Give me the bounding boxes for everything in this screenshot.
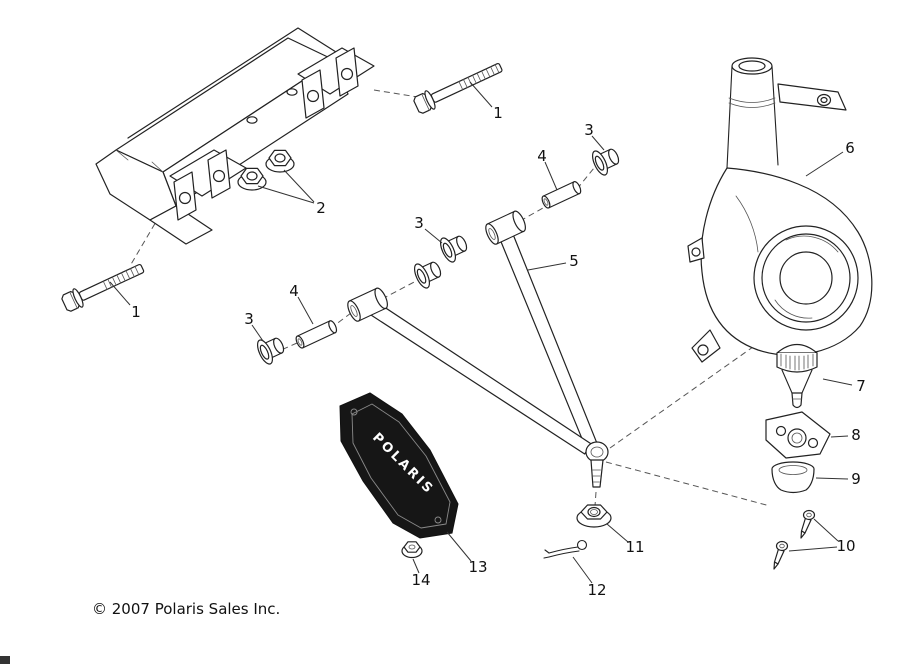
a-arm-rear-sleeve [485, 210, 526, 245]
flange-nut-b [265, 149, 295, 173]
callouts: 1 1 2 3 3 3 4 4 5 6 7 8 9 10 11 12 13 14 [131, 104, 866, 599]
dust-cap [771, 461, 815, 494]
frame-section [95, 27, 375, 245]
ball-joint-plate [765, 411, 831, 459]
guard-bolt [401, 541, 423, 559]
callout-4-lower: 4 [289, 282, 299, 300]
screw-b [773, 540, 789, 570]
cotter-pin [543, 539, 588, 559]
callout-leader-lines [109, 81, 853, 584]
callout-1-upper: 1 [493, 104, 503, 122]
callout-12: 12 [587, 581, 606, 599]
callout-4-upper: 4 [537, 147, 547, 165]
callout-6: 6 [845, 139, 855, 157]
callout-3-middle: 3 [414, 214, 424, 232]
spacer-lower [295, 320, 338, 349]
assembly-axis-lines [129, 89, 771, 507]
copyright-text: © 2007 Polaris Sales Inc. [92, 600, 280, 618]
callout-2: 2 [316, 199, 326, 217]
callout-11: 11 [625, 538, 644, 556]
bushing-lower [256, 337, 285, 365]
a-arm-guard: POLARIS [339, 392, 459, 539]
callout-9: 9 [851, 470, 861, 488]
callout-3-lower: 3 [244, 310, 254, 328]
a-arm-ball-stud [585, 441, 609, 488]
callout-1-lower: 1 [131, 303, 141, 321]
bushing-middle-b [413, 261, 442, 289]
callout-13: 13 [468, 558, 487, 576]
callout-5: 5 [569, 252, 579, 270]
screw-a [800, 509, 816, 539]
long-bolt-upper [413, 63, 503, 114]
stud-nut [576, 504, 612, 528]
bushing-middle-a [439, 235, 468, 263]
callout-10: 10 [836, 537, 855, 555]
callout-14: 14 [411, 571, 430, 589]
long-bolt-lower [61, 263, 145, 312]
page-corner-mark [0, 656, 10, 664]
callout-7: 7 [856, 377, 866, 395]
bushing-upper [591, 148, 620, 176]
callout-8: 8 [851, 426, 861, 444]
callout-3-upper: 3 [584, 121, 594, 139]
ball-joint [776, 343, 818, 409]
a-arm-front-sleeve [347, 287, 388, 322]
spacer-upper [541, 181, 582, 209]
steering-knuckle [687, 57, 873, 363]
a-arm [347, 210, 609, 488]
guard-body [339, 392, 459, 539]
